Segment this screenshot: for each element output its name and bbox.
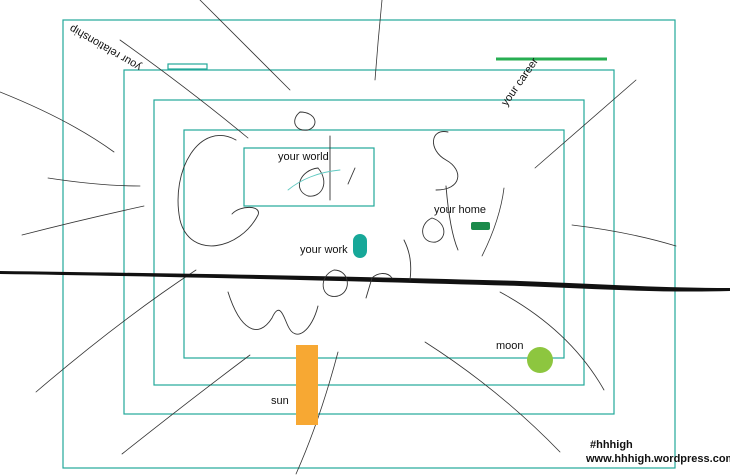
small-tab xyxy=(167,63,208,70)
inner-frame xyxy=(183,129,565,359)
career-frame xyxy=(123,69,615,415)
credit-tag: #hhhigh xyxy=(590,439,633,451)
nested-frames xyxy=(62,19,676,469)
outer-frame xyxy=(62,19,676,469)
label-sun: sun xyxy=(271,395,289,407)
label-moon: moon xyxy=(496,340,524,352)
moon-icon xyxy=(527,347,553,373)
sun-icon xyxy=(296,345,318,425)
work-pill-icon xyxy=(353,234,367,258)
horizon-stroke xyxy=(0,271,730,292)
your-world-box xyxy=(243,147,375,207)
label-your-home: your home xyxy=(434,204,486,216)
credit-url[interactable]: www.hhhigh.wordpress.com xyxy=(586,453,730,465)
relationship-frame xyxy=(153,99,585,386)
handwriting xyxy=(177,111,459,335)
home-pill-icon xyxy=(471,222,490,230)
sketch-lines xyxy=(0,0,677,475)
label-your-world: your world xyxy=(278,151,329,163)
label-your-work: your work xyxy=(300,244,348,256)
